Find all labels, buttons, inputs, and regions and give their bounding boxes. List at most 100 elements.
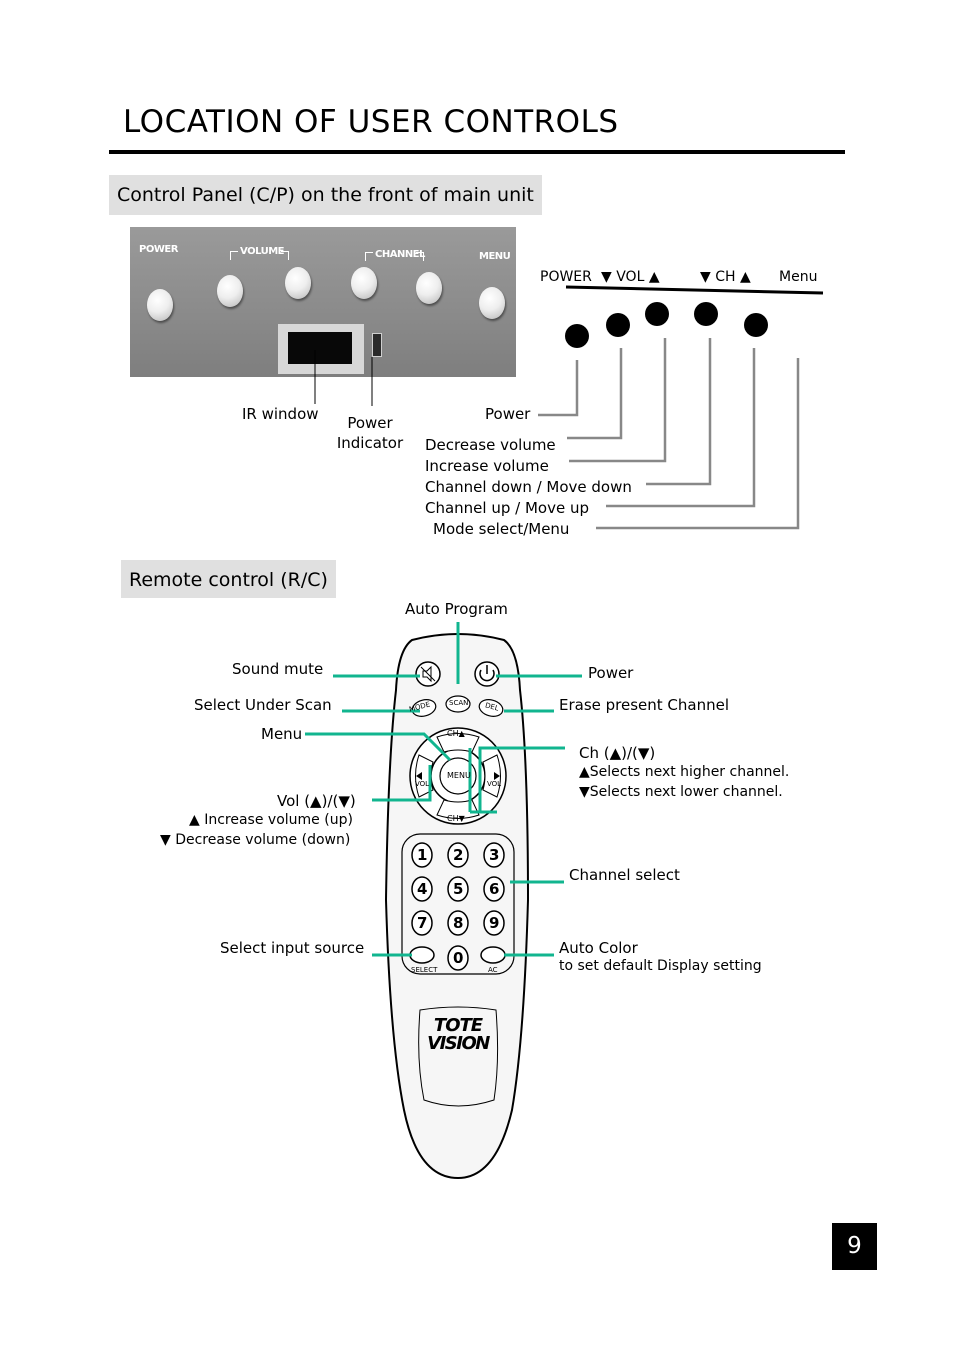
leader-power bbox=[538, 360, 579, 417]
number-key-8[interactable]: 8 bbox=[453, 914, 464, 932]
number-key-shapes bbox=[409, 842, 506, 971]
number-key-2[interactable]: 2 bbox=[453, 846, 464, 864]
cp-diagram-rule bbox=[565, 285, 824, 295]
callout-auto-color: Auto Color bbox=[559, 939, 638, 957]
callout-vol-up: ▲ Increase volume (up) bbox=[189, 812, 353, 828]
ir-window-lens bbox=[288, 332, 352, 364]
panel-ch-down-button[interactable] bbox=[351, 267, 377, 299]
diagram-label-menu: Menu bbox=[779, 269, 818, 285]
callout-ch-down: ▼Selects next lower channel. bbox=[579, 784, 783, 800]
line-ch bbox=[478, 746, 565, 812]
panel-label-power: POWER bbox=[139, 244, 178, 255]
callout-ch-up: ▲Selects next higher channel. bbox=[579, 764, 790, 780]
scan-button-label: SCAN bbox=[449, 699, 469, 707]
ch-up-button-label: CH▲ bbox=[447, 729, 465, 738]
panel-power-button[interactable] bbox=[147, 289, 173, 321]
leader-mode-select bbox=[596, 358, 800, 530]
diagram-ch-up-button bbox=[744, 313, 768, 337]
number-key-3[interactable]: 3 bbox=[489, 846, 500, 864]
callout-power-indicator-line2: Indicator bbox=[336, 434, 404, 452]
callout-ir-window: IR window bbox=[242, 405, 319, 423]
del-button-shape bbox=[478, 699, 504, 717]
diagram-label-power: POWER bbox=[540, 269, 592, 285]
callout-cp-power: Power bbox=[485, 405, 531, 423]
panel-label-menu: MENU bbox=[479, 251, 511, 262]
channel-bracket-right bbox=[416, 252, 424, 261]
brand-logo-line1: TOTE bbox=[433, 1015, 483, 1036]
keypad-surround bbox=[401, 833, 515, 975]
number-key-0[interactable]: 0 bbox=[453, 949, 464, 967]
callout-sound-mute: Sound mute bbox=[232, 660, 324, 678]
vol-right-button-label: VOL bbox=[487, 780, 502, 788]
diagram-power-button bbox=[565, 324, 589, 348]
channel-bracket-left bbox=[365, 252, 373, 261]
brand-logo-line2: VISION bbox=[427, 1033, 490, 1054]
panel-vol-down-button[interactable] bbox=[217, 275, 243, 307]
callout-decrease-volume: Decrease volume bbox=[425, 436, 556, 454]
callout-auto-program: Auto Program bbox=[405, 600, 508, 618]
select-button-label: SELECT bbox=[411, 966, 438, 974]
menu-button-label: MENU bbox=[447, 771, 471, 780]
line-vol bbox=[372, 765, 432, 802]
diagram-vol-down-button bbox=[606, 313, 630, 337]
panel-ch-up-button[interactable] bbox=[416, 272, 442, 304]
callout-rc-power: Power bbox=[588, 664, 634, 682]
callout-vol-title: Vol (▲)/(▼) bbox=[277, 792, 356, 810]
diagram-ch-down-button bbox=[694, 302, 718, 326]
brand-logo: TOTE VISION bbox=[425, 1017, 491, 1053]
leader-increase-volume bbox=[569, 338, 667, 463]
callout-channel-down: Channel down / Move down bbox=[425, 478, 632, 496]
leader-channel-down bbox=[646, 338, 712, 486]
page-number: 9 bbox=[832, 1223, 877, 1270]
callout-channel-up: Channel up / Move up bbox=[425, 499, 589, 517]
callout-select-under-scan: Select Under Scan bbox=[194, 696, 332, 714]
vol-left-arrow-icon bbox=[416, 772, 422, 780]
callout-vol-down: ▼ Decrease volume (down) bbox=[160, 832, 351, 848]
vol-right-button-shape bbox=[482, 754, 501, 798]
leader-decrease-volume bbox=[567, 348, 623, 440]
volume-bracket-right bbox=[281, 251, 289, 260]
ir-window bbox=[278, 324, 364, 374]
power-icon bbox=[479, 669, 495, 682]
leader-channel-up bbox=[606, 348, 756, 508]
ch-up-button-shape bbox=[436, 733, 480, 753]
ch-down-button-label: CH▼ bbox=[447, 814, 465, 823]
vol-left-button-label: VOL bbox=[415, 780, 430, 788]
callout-mode-select: Mode select/Menu bbox=[433, 520, 570, 538]
control-panel-photo: POWER VOLUME CHANNEL MENU bbox=[130, 227, 516, 377]
remote-inner-panel bbox=[418, 1006, 499, 1107]
panel-menu-button[interactable] bbox=[479, 287, 505, 319]
menu-button-shape bbox=[439, 757, 477, 795]
volume-bracket-left bbox=[230, 251, 238, 260]
scan-button-shape bbox=[445, 695, 471, 713]
callout-menu: Menu bbox=[261, 725, 303, 743]
remote-body bbox=[384, 633, 530, 1180]
line-menu bbox=[305, 732, 452, 762]
page-title: LOCATION OF USER CONTROLS bbox=[123, 104, 619, 140]
mute-icon-strike bbox=[420, 666, 436, 682]
panel-label-channel: CHANNEL bbox=[375, 249, 425, 260]
diagram-vol-up-button bbox=[645, 302, 669, 326]
callout-select-input-source: Select input source bbox=[220, 939, 365, 957]
diagram-label-vol: ▼ VOL ▲ bbox=[601, 269, 660, 285]
number-key-9[interactable]: 9 bbox=[489, 914, 500, 932]
number-key-1[interactable]: 1 bbox=[417, 846, 428, 864]
callout-power-indicator: Power Indicator bbox=[330, 414, 410, 452]
callout-auto-color-desc: to set default Display setting bbox=[559, 958, 762, 974]
mute-icon bbox=[422, 665, 432, 683]
number-key-6[interactable]: 6 bbox=[489, 880, 500, 898]
callout-channel-select: Channel select bbox=[569, 866, 680, 884]
cp-leaders bbox=[538, 338, 800, 530]
number-key-7[interactable]: 7 bbox=[417, 914, 428, 932]
number-key-4[interactable]: 4 bbox=[417, 880, 428, 898]
callout-power-indicator-line1: Power bbox=[347, 414, 393, 432]
vol-right-arrow-icon bbox=[494, 772, 500, 780]
title-rule bbox=[109, 150, 845, 154]
power-indicator-led bbox=[372, 333, 382, 357]
panel-label-volume: VOLUME bbox=[240, 246, 284, 257]
panel-vol-up-button[interactable] bbox=[285, 267, 311, 299]
number-key-5[interactable]: 5 bbox=[453, 880, 464, 898]
diagram-label-ch: ▼ CH ▲ bbox=[700, 269, 751, 285]
control-panel-heading: Control Panel (C/P) on the front of main… bbox=[109, 175, 542, 215]
